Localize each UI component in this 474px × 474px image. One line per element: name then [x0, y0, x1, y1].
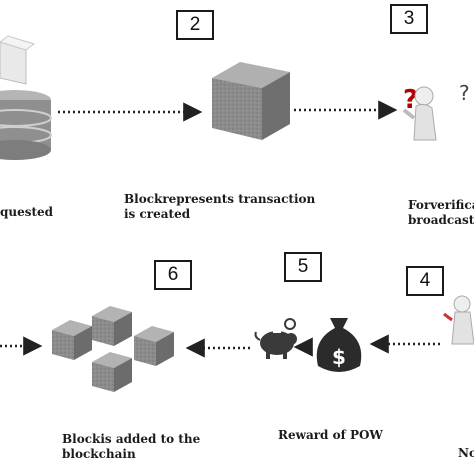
step-number-3: 3: [390, 4, 428, 34]
caption-requested: quested: [0, 205, 54, 219]
block-cube-icon: [212, 62, 290, 140]
svg-text:$: $: [332, 345, 346, 369]
piggy-bank-icon: [254, 318, 297, 359]
svg-text:?: ?: [403, 85, 418, 115]
step-number-2: 2: [176, 10, 214, 40]
blockchain-cubes-icon: [52, 306, 174, 392]
caption-added: Blockis added to the blockchain: [62, 432, 201, 461]
step-number-5: 5: [284, 252, 322, 282]
svg-text:?: ?: [459, 81, 470, 105]
step-number-4: 4: [406, 266, 444, 296]
caption-node: No: [458, 446, 474, 460]
node-person-icon: [443, 295, 474, 345]
database-server-icon: [0, 35, 52, 160]
money-bag-icon: $: [316, 318, 362, 372]
step-number-6: 6: [154, 260, 192, 290]
caption-block-created: Blockrepresents transaction is created: [124, 192, 316, 221]
verifier-person-icon: ? ?: [402, 81, 470, 141]
caption-reward: Reward of POW: [278, 428, 383, 442]
caption-broadcasted: Forverificati broadcasted: [408, 198, 474, 227]
